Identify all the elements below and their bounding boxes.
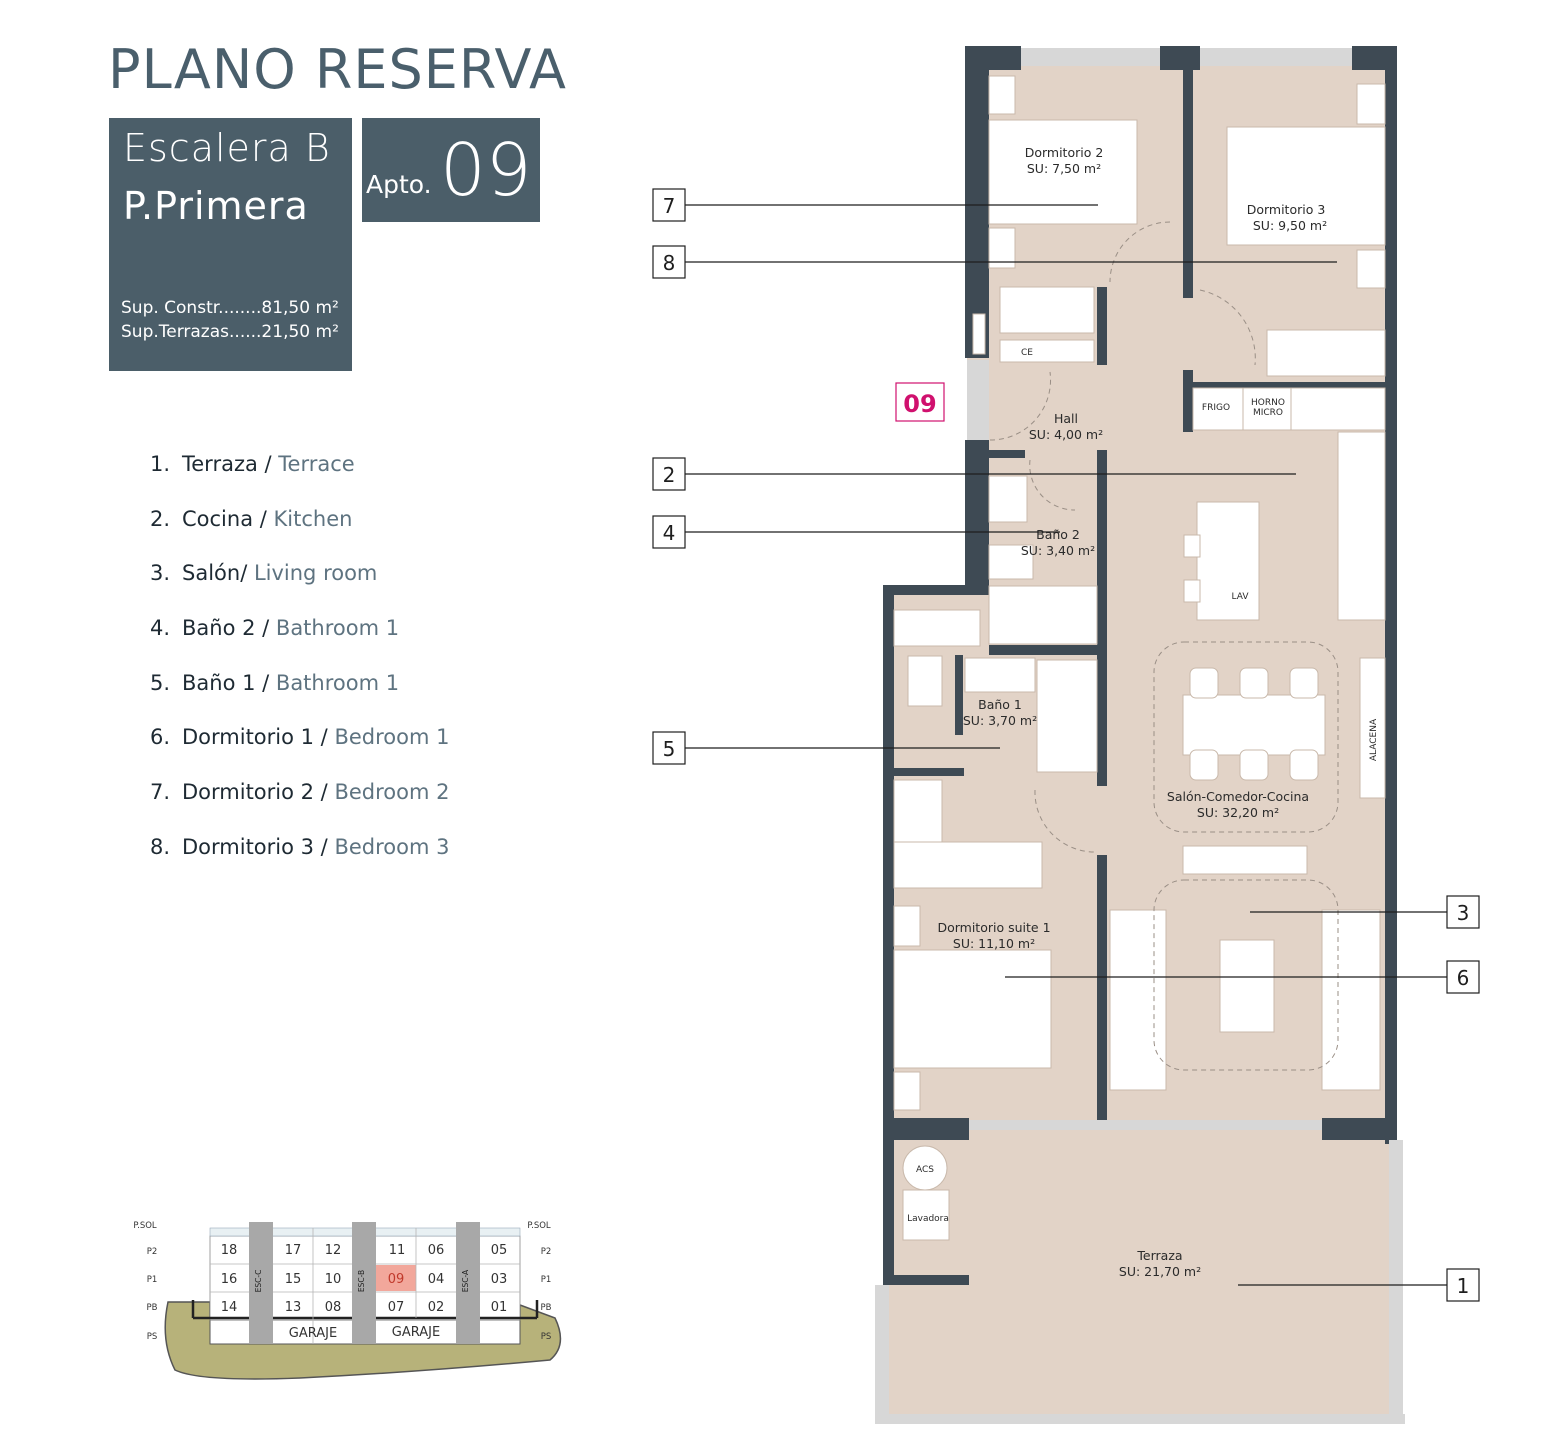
room-suite-name: Dormitorio suite 1	[937, 920, 1050, 935]
lav-label: LAV	[1232, 592, 1250, 602]
svg-text:06: 06	[428, 1243, 445, 1258]
svg-text:02: 02	[428, 1300, 445, 1315]
callout-8: 8	[663, 251, 676, 275]
room-dorm3-area: SU: 9,50 m²	[1253, 218, 1327, 233]
svg-text:ESC-A: ESC-A	[461, 1269, 470, 1292]
svg-text:PS: PS	[147, 1332, 158, 1342]
callout-6: 6	[1457, 966, 1470, 990]
room-legend: 1.Terraza / Terrace 2.Cocina / Kitchen 3…	[150, 452, 449, 890]
horno-label: HORNO	[1251, 398, 1285, 408]
svg-text:P2: P2	[147, 1247, 158, 1257]
frigo-label: FRIGO	[1202, 403, 1230, 413]
svg-text:P2: P2	[541, 1247, 552, 1257]
windows	[875, 48, 1405, 1424]
apartment-number: 09	[440, 128, 532, 212]
svg-text:03: 03	[491, 1272, 508, 1287]
legend-item: 3.Salón/ Living room	[150, 561, 378, 586]
svg-text:15: 15	[285, 1272, 302, 1287]
door-swings	[989, 221, 1339, 1071]
legend-item: 2.Cocina / Kitchen	[150, 506, 353, 531]
key-plan-units: 18 17 12 11 06 05 16 15 10 09 04 03 14 1…	[221, 1243, 508, 1341]
svg-text:04: 04	[428, 1272, 445, 1287]
callout-boxes	[652, 188, 1480, 1302]
svg-text:ESC-B: ESC-B	[357, 1270, 366, 1292]
svg-text:P1: P1	[147, 1275, 158, 1285]
furniture	[893, 75, 1386, 1241]
room-bano1-name: Baño 1	[978, 697, 1022, 712]
callout-3: 3	[1457, 901, 1470, 925]
svg-text:01: 01	[491, 1300, 508, 1315]
callout-lines	[685, 204, 1447, 1286]
svg-text:16: 16	[221, 1272, 238, 1287]
room-labels: Dormitorio 2 SU: 7,50 m² Dormitorio 3 SU…	[937, 145, 1327, 1279]
room-bano1-area: SU: 3,70 m²	[963, 713, 1037, 728]
room-dorm2-name: Dormitorio 2	[1025, 145, 1104, 160]
room-hall-name: Hall	[1054, 411, 1078, 426]
svg-text:GARAJE: GARAJE	[289, 1326, 337, 1341]
micro-label: MICRO	[1253, 408, 1283, 418]
svg-text:P.SOL: P.SOL	[133, 1221, 157, 1231]
svg-text:05: 05	[491, 1243, 508, 1258]
svg-text:18: 18	[221, 1243, 238, 1258]
callout-5: 5	[663, 737, 676, 761]
room-bano2-name: Baño 2	[1036, 527, 1080, 542]
svg-text:08: 08	[325, 1300, 342, 1315]
svg-text:13: 13	[285, 1300, 302, 1315]
svg-text:PB: PB	[541, 1303, 552, 1313]
ce-label: CE	[1021, 348, 1033, 358]
callout-1: 1	[1457, 1274, 1470, 1298]
legend-item: 5.Baño 1 / Bathroom 1	[150, 670, 400, 695]
legend-item: 1.Terraza / Terrace	[150, 452, 355, 476]
key-plan-stairs: ESC-C ESC-B ESC-A	[254, 1269, 470, 1292]
svg-text:P1: P1	[541, 1275, 552, 1285]
unit-tag: 09	[903, 390, 936, 418]
walls	[883, 46, 1397, 1285]
svg-text:PS: PS	[541, 1332, 552, 1342]
sup-constr: Sup. Constr........81,50 m²	[121, 298, 339, 318]
legend-item: 8.Dormitorio 3 / Bedroom 3	[150, 834, 450, 859]
sup-terrazas: Sup.Terrazas......21,50 m²	[121, 322, 339, 342]
apartment-badge: Apto. 09	[362, 118, 540, 222]
legend-item: 4.Baño 2 / Bathroom 1	[150, 616, 400, 641]
callout-4: 4	[663, 521, 676, 545]
room-hall-area: SU: 4,00 m²	[1029, 427, 1103, 442]
callout-numbers: 7 8 2 4 5 3 6 1	[663, 194, 1470, 1298]
highlighted-unit: 09	[388, 1272, 405, 1287]
room-salon-name: Salón-Comedor-Cocina	[1167, 789, 1309, 804]
room-dorm3-name: Dormitorio 3	[1247, 202, 1326, 217]
unit-tag-box	[895, 382, 945, 422]
callout-2: 2	[663, 463, 676, 487]
svg-text:07: 07	[388, 1300, 405, 1315]
info-panel: Escalera B P.Primera Sup. Constr........…	[109, 118, 352, 371]
acs-label: ACS	[916, 1165, 934, 1175]
svg-text:PB: PB	[147, 1303, 158, 1313]
lavadora-label: Lavadora	[907, 1214, 949, 1224]
svg-text:17: 17	[285, 1243, 302, 1258]
svg-text:14: 14	[221, 1300, 238, 1315]
room-terraza-area: SU: 21,70 m²	[1119, 1264, 1201, 1279]
room-terraza-name: Terraza	[1136, 1248, 1182, 1263]
callout-7: 7	[663, 194, 676, 218]
svg-text:P.SOL: P.SOL	[527, 1221, 551, 1231]
legend-item: 7.Dormitorio 2 / Bedroom 2	[150, 780, 450, 805]
svg-text:12: 12	[325, 1243, 342, 1258]
fixture-labels: CE FRIGO HORNO MICRO LAV ALACENA ACS Lav…	[907, 348, 1379, 1224]
svg-text:11: 11	[389, 1243, 406, 1258]
room-bano2-area: SU: 3,40 m²	[1021, 543, 1095, 558]
svg-text:10: 10	[325, 1272, 342, 1287]
key-plan-labels: P.SOL P2 P1 PB PS P.SOL P2 P1 PB PS	[133, 1221, 551, 1342]
svg-text:ESC-C: ESC-C	[254, 1270, 263, 1293]
room-dorm2-area: SU: 7,50 m²	[1027, 161, 1101, 176]
room-suite-area: SU: 11,10 m²	[953, 936, 1035, 951]
alacena-label: ALACENA	[1369, 718, 1379, 761]
legend-item: 6.Dormitorio 1 / Bedroom 1	[150, 725, 450, 750]
apartment-label: Apto.	[366, 170, 432, 199]
escalera-label: Escalera B	[123, 126, 331, 170]
room-salon-area: SU: 32,20 m²	[1197, 805, 1279, 820]
page-title: PLANO RESERVA	[108, 38, 567, 101]
key-plan	[164, 1222, 562, 1380]
svg-text:GARAJE: GARAJE	[392, 1325, 440, 1340]
planta-label: P.Primera	[123, 184, 309, 228]
